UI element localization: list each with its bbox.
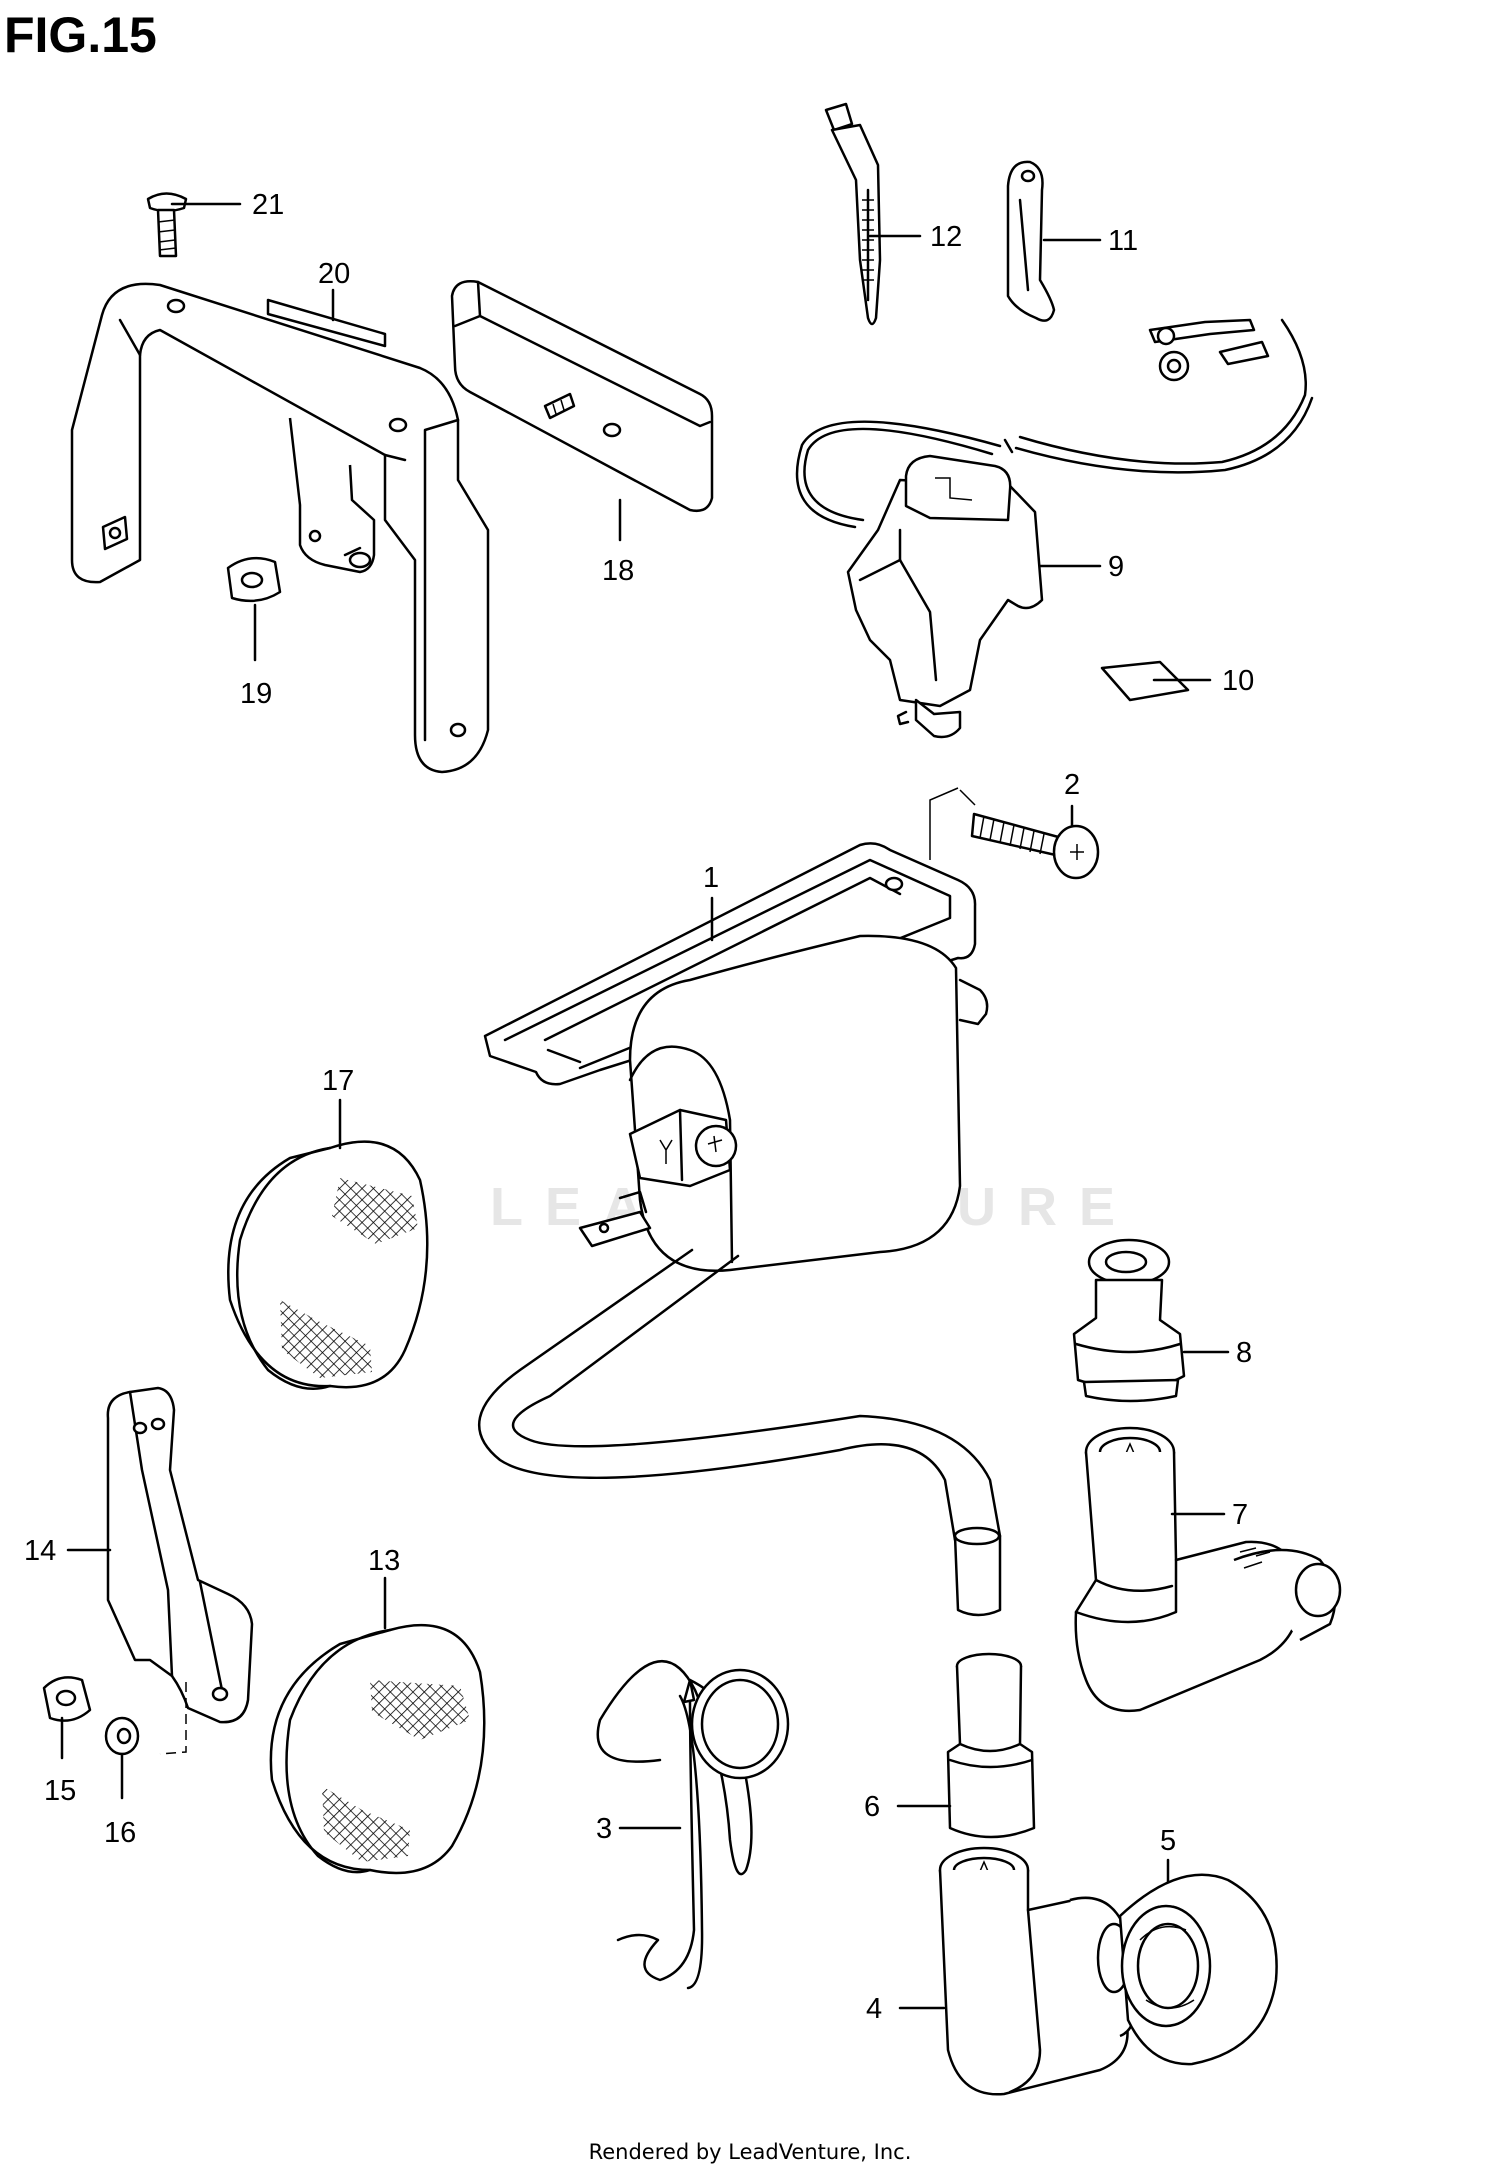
plug-cap-7 (1074, 1426, 1342, 1713)
callout-17: 17 (322, 1065, 354, 1097)
callout-21: 21 (252, 189, 284, 221)
plug-cap-8 (1072, 1238, 1186, 1403)
screw-2 (929, 787, 1100, 880)
callout-16: 16 (104, 1817, 136, 1849)
ignition-coil-1 (477, 842, 1002, 1617)
callout-2: 2 (1064, 769, 1080, 801)
callout-15: 15 (44, 1775, 76, 1807)
pad-18 (450, 280, 714, 512)
callout-3: 3 (596, 1813, 612, 1845)
callout-labels: 21 20 12 11 18 19 9 10 2 1 17 8 7 14 13 … (24, 189, 1254, 2025)
callout-9: 9 (1108, 551, 1124, 583)
callout-12: 12 (930, 221, 962, 253)
plug-cap-4 (938, 1846, 1140, 2096)
cap-5 (1118, 1873, 1278, 2066)
boot-6 (946, 1652, 1036, 1839)
leader-lines (60, 202, 1230, 2010)
clip-3 (596, 1660, 790, 1990)
footer-credit: Rendered by LeadVenture, Inc. (588, 2140, 912, 2164)
callout-19: 19 (240, 678, 272, 710)
callout-20: 20 (318, 258, 350, 290)
bracket-20 (70, 282, 490, 774)
callout-7: 7 (1232, 1499, 1248, 1531)
callout-6: 6 (864, 1791, 880, 1823)
figure-title: FIG.15 (4, 7, 157, 63)
callout-18: 18 (602, 555, 634, 587)
nut-15 (42, 1676, 92, 1722)
switch-9 (795, 318, 1314, 739)
callout-11: 11 (1108, 225, 1138, 257)
bracket-14 (106, 1386, 254, 1755)
callout-5: 5 (1160, 1825, 1176, 1857)
clamp-11 (1006, 160, 1056, 322)
callout-8: 8 (1236, 1337, 1252, 1369)
reflector-17 (227, 1140, 429, 1390)
screw-21 (146, 192, 188, 258)
callout-1: 1 (703, 862, 719, 894)
cable-tie-12 (824, 102, 882, 326)
washer-16 (104, 1716, 140, 1756)
label-10 (1100, 660, 1190, 702)
callout-14: 14 (24, 1535, 56, 1567)
callout-13: 13 (368, 1545, 400, 1577)
callout-10: 10 (1222, 665, 1254, 697)
callout-4: 4 (866, 1993, 882, 2025)
nut-19 (226, 556, 282, 603)
reflector-13 (269, 1623, 486, 1875)
